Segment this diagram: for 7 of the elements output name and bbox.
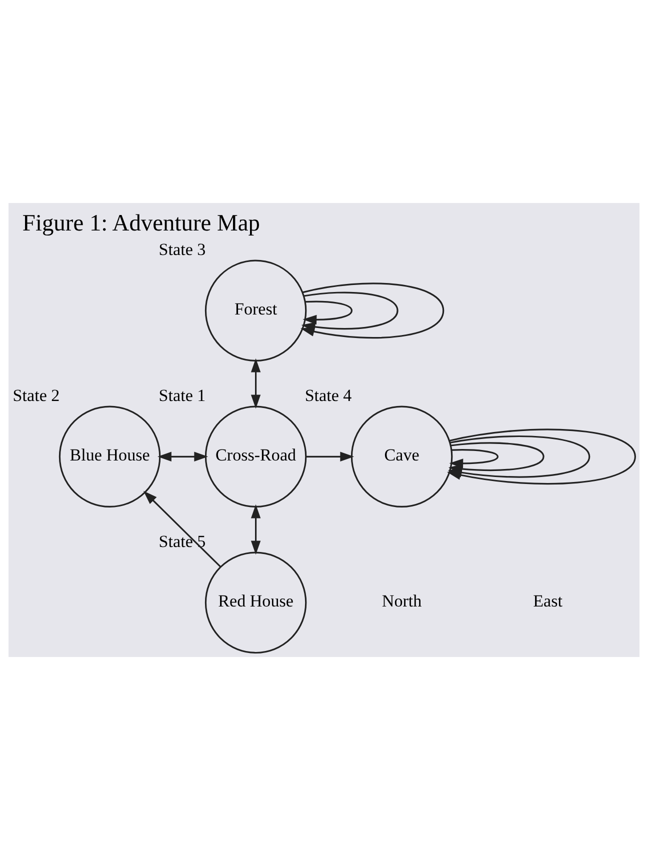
label: East [533,591,562,610]
node-label: State 2 [12,386,60,405]
label: North [382,591,422,610]
node-label: State 1 [158,386,206,405]
node-label: State 3 [158,240,206,259]
node-label: State 4 [304,386,352,405]
diagram-title: Figure 1: Adventure Map [22,210,260,236]
